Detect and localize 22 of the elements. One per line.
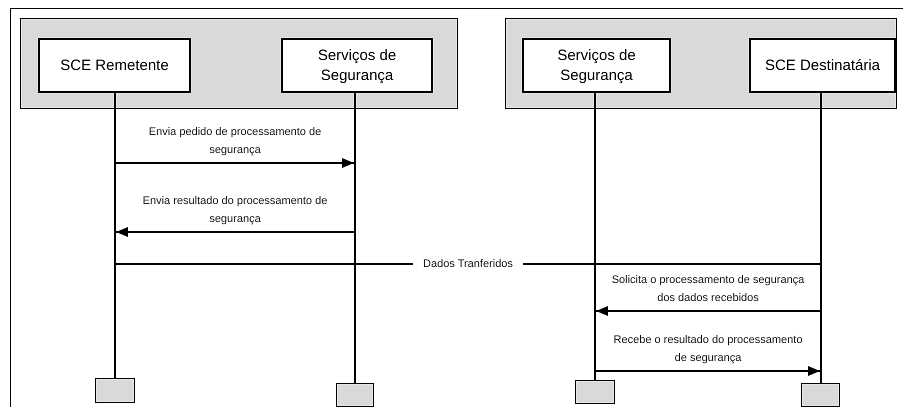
edge-label: Envia resultado do processamento de segurança xyxy=(142,194,328,227)
lifeline xyxy=(594,92,596,380)
group-panel xyxy=(20,18,458,109)
edge-label: Envia pedido de processamento de segurança xyxy=(148,125,322,158)
participant-box: SCE Remetente xyxy=(38,38,191,93)
end-box xyxy=(336,383,374,407)
message-arrow xyxy=(596,366,820,376)
lifeline xyxy=(820,92,822,383)
participant-box: Serviços de Segurança xyxy=(281,38,433,93)
message-arrow xyxy=(116,158,354,168)
edge-label: Recebe o resultado do processamento de segurança xyxy=(612,333,804,366)
message-arrow xyxy=(116,227,354,237)
end-box xyxy=(95,378,135,403)
participant-box: Serviços de Segurança xyxy=(522,38,671,93)
group-panel xyxy=(505,18,897,109)
edge-label: Solicita o processamento de segurança dos dados recebidos xyxy=(610,273,806,306)
lifeline xyxy=(114,92,116,378)
message-arrow xyxy=(596,306,820,316)
participant-box: SCE Destinatária xyxy=(749,38,896,93)
end-box xyxy=(575,380,615,404)
lifeline xyxy=(354,92,356,383)
end-box xyxy=(801,383,840,407)
